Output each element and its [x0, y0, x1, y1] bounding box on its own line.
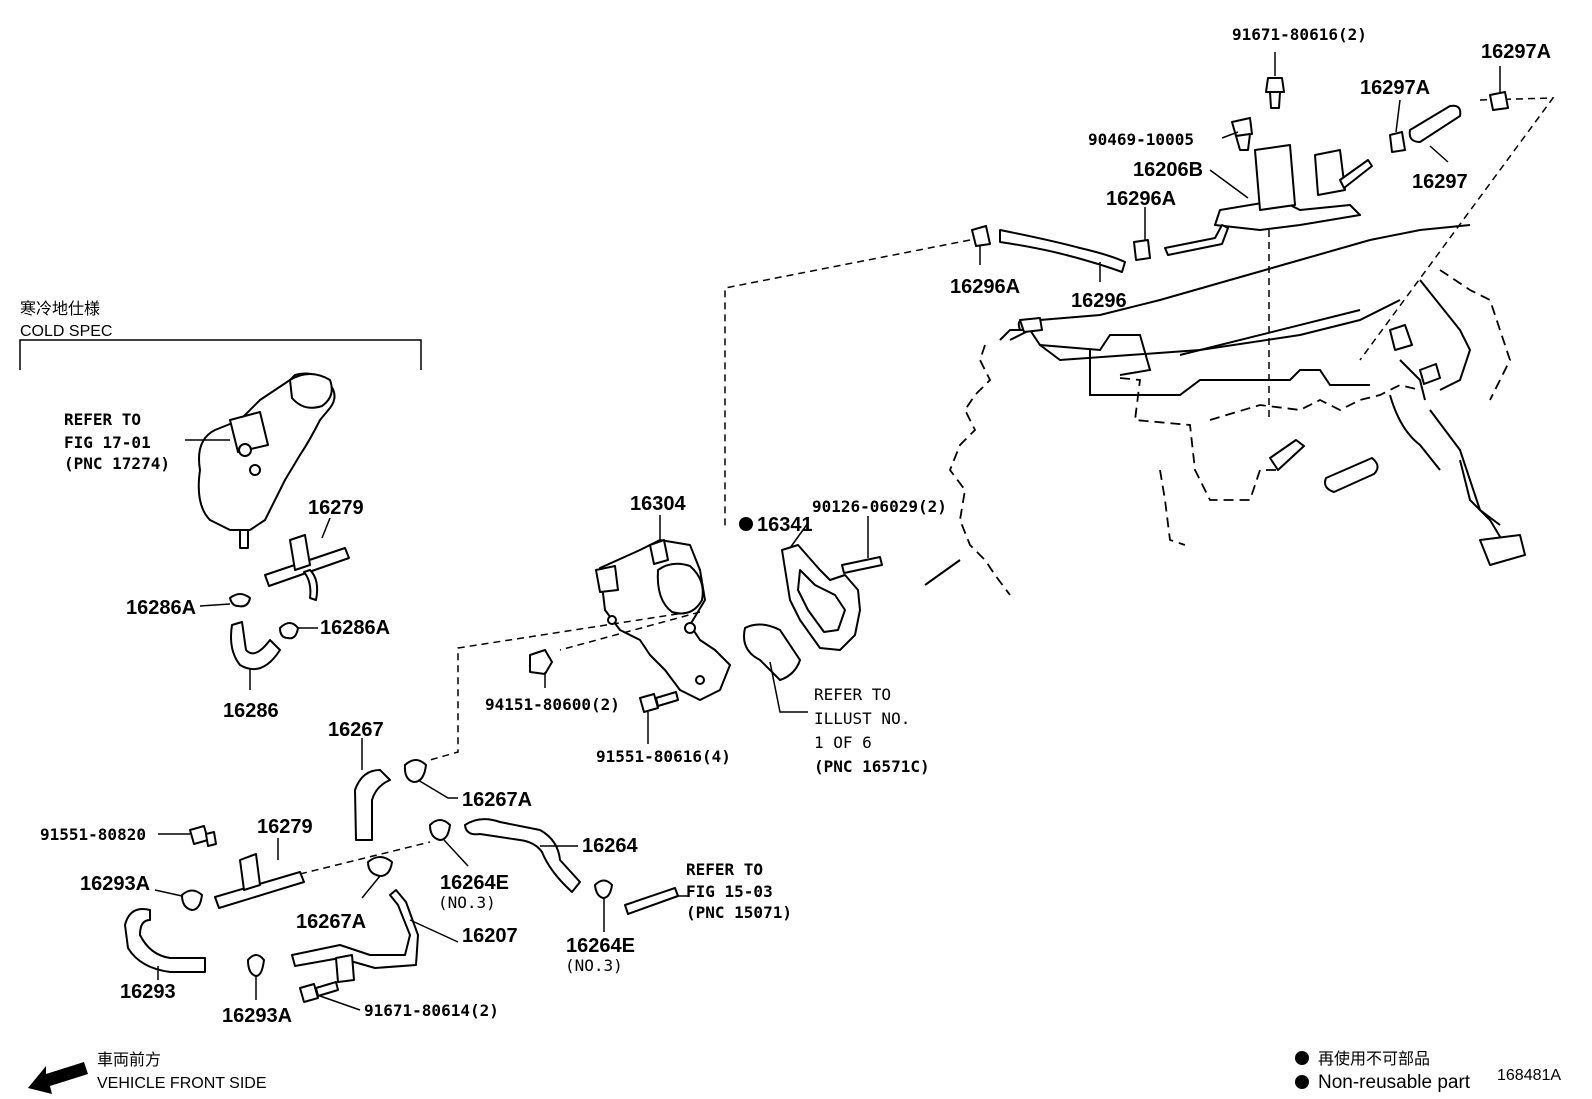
label-16206b[interactable]: 16206B — [1133, 159, 1203, 181]
label-16264[interactable]: 16264 — [582, 835, 638, 857]
leader-16279-to-16264e — [299, 841, 431, 875]
stud-90126-06029[interactable] — [841, 556, 883, 574]
label-16279-top[interactable]: 16279 — [308, 497, 364, 519]
label-16264e-left-sub: (NO.3) — [438, 893, 496, 912]
label-90469-10005[interactable]: 90469-10005 — [1088, 130, 1194, 149]
illustration-id: 168481A — [1497, 1067, 1561, 1084]
bolt-91551-80820[interactable] — [189, 825, 217, 847]
gasket-16341[interactable] — [781, 544, 861, 651]
label-16267a-bottom[interactable]: 16267A — [296, 911, 366, 933]
label-16267[interactable]: 16267 — [328, 719, 384, 741]
refer-fig15-line1: REFER TO — [686, 860, 763, 879]
hose-16264[interactable] — [464, 818, 581, 893]
legend-marker-en — [1295, 1075, 1309, 1089]
refer-fig17-line1: REFER TO — [64, 410, 141, 429]
refer-fig15-line2: FIG 15-03 — [686, 882, 773, 901]
refer-illust-line2: ILLUST NO. — [814, 709, 910, 728]
label-16304[interactable]: 16304 — [630, 493, 686, 515]
bolt-91671-80616[interactable] — [1265, 77, 1285, 109]
label-16296[interactable]: 16296 — [1071, 290, 1127, 312]
label-16264e-right-sub: (NO.3) — [565, 956, 623, 975]
hose-16267[interactable] — [354, 769, 391, 841]
label-16297[interactable]: 16297 — [1412, 171, 1468, 193]
pipe-16207[interactable] — [291, 889, 419, 983]
leader-16304-to-94151 — [559, 611, 701, 651]
hose-refer-16571c[interactable] — [743, 623, 801, 681]
hose-16297[interactable] — [1408, 104, 1462, 143]
water-inlet-16304[interactable] — [595, 539, 731, 701]
label-16286a-right[interactable]: 16286A — [320, 617, 390, 639]
nut-94151-80600[interactable] — [529, 649, 553, 675]
clamp-16297a-right[interactable] — [1489, 91, 1509, 111]
legend-en-label: Non-reusable part — [1318, 1072, 1471, 1093]
vehicle-front-en-label: VEHICLE FRONT SIDE — [97, 1075, 267, 1092]
engine-block-illustration — [924, 224, 1526, 596]
label-16267a-right[interactable]: 16267A — [462, 789, 532, 811]
bracket-16206b[interactable] — [1164, 144, 1373, 256]
bolt-91671-80614[interactable] — [299, 981, 339, 1003]
clip-90469-10005[interactable] — [1231, 117, 1253, 151]
clamp-16264e-left[interactable] — [429, 819, 451, 841]
label-16293a-top[interactable]: 16293A — [80, 873, 150, 895]
label-16279-bottom[interactable]: 16279 — [257, 816, 313, 838]
leader-16297a-diagonal — [1359, 97, 1555, 361]
label-16286a-left[interactable]: 16286A — [126, 597, 196, 619]
bolt-91551-80616[interactable] — [639, 691, 679, 713]
leader-lines — [154, 52, 1501, 1011]
label-16207[interactable]: 16207 — [462, 925, 518, 947]
housing-17274-illustration — [197, 372, 336, 549]
label-16296a-bottom[interactable]: 16296A — [950, 276, 1020, 298]
label-90126-06029[interactable]: 90126-06029(2) — [812, 497, 947, 516]
label-94151-80600[interactable]: 94151-80600(2) — [485, 695, 620, 714]
pipe-16279-bottom[interactable] — [214, 853, 305, 909]
label-91551-80820[interactable]: 91551-80820 — [40, 825, 146, 844]
label-16341[interactable]: 16341 — [757, 514, 813, 536]
label-16264e-right[interactable]: 16264E — [566, 935, 635, 957]
non-reusable-marker-16341 — [739, 517, 753, 531]
leader-16304-to-16267a — [429, 611, 691, 761]
cold-spec-bracket — [19, 339, 422, 370]
label-91551-80616[interactable]: 91551-80616(4) — [596, 747, 731, 766]
legend-jp-label: 再使用不可部品 — [1318, 1049, 1430, 1068]
pipe-refer-15071[interactable] — [624, 887, 679, 915]
label-91671-80614[interactable]: 91671-80614(2) — [364, 1001, 499, 1020]
refer-fig17-line2: FIG 17-01 — [64, 433, 151, 452]
cold-spec-group — [19, 339, 422, 670]
clamp-16286a-left[interactable] — [229, 593, 251, 608]
label-16297a-right[interactable]: 16297A — [1481, 41, 1551, 63]
label-16297a-left[interactable]: 16297A — [1360, 77, 1430, 99]
clamp-16296a-left[interactable] — [971, 225, 991, 247]
label-16293[interactable]: 16293 — [120, 981, 176, 1003]
clamp-16286a-right[interactable] — [279, 622, 299, 640]
refer-illust-line4: (PNC 16571C) — [814, 757, 930, 776]
hose-16293[interactable] — [124, 908, 206, 973]
cold-spec-jp-label: 寒冷地仕様 — [20, 299, 100, 318]
refer-fig15-line3: (PNC 15071) — [686, 903, 792, 922]
pipe-16279-top[interactable] — [264, 534, 350, 601]
clamp-16293a-bottom[interactable] — [247, 954, 265, 977]
refer-illust-line1: REFER TO — [814, 685, 891, 704]
clamp-16297a-left[interactable] — [1389, 131, 1406, 153]
hose-16296[interactable] — [999, 229, 1126, 273]
label-16293a-bottom[interactable]: 16293A — [222, 1005, 292, 1027]
clamp-16293a-top[interactable] — [181, 889, 203, 911]
label-16286[interactable]: 16286 — [223, 700, 279, 722]
clamp-16267a-right[interactable] — [403, 759, 427, 783]
hose-16286[interactable] — [230, 621, 281, 670]
refer-fig17-line3: (PNC 17274) — [64, 454, 170, 473]
label-91671-80616[interactable]: 91671-80616(2) — [1232, 25, 1367, 44]
cold-spec-en-label: COLD SPEC — [20, 323, 112, 340]
clamp-16267a-bottom[interactable] — [367, 856, 393, 877]
vehicle-front-jp-label: 車両前方 — [97, 1050, 161, 1069]
refer-illust-line3: 1 OF 6 — [814, 733, 872, 752]
label-16296a-top[interactable]: 16296A — [1106, 188, 1176, 210]
clamp-16264e-right[interactable] — [594, 879, 613, 899]
vehicle-front-arrow-icon — [28, 1062, 88, 1094]
label-16264e-left[interactable]: 16264E — [440, 872, 509, 894]
leader-16296a-to-16304 — [724, 239, 971, 528]
clamp-16296a-right[interactable] — [1133, 239, 1151, 261]
legend-marker-jp — [1295, 1051, 1309, 1065]
